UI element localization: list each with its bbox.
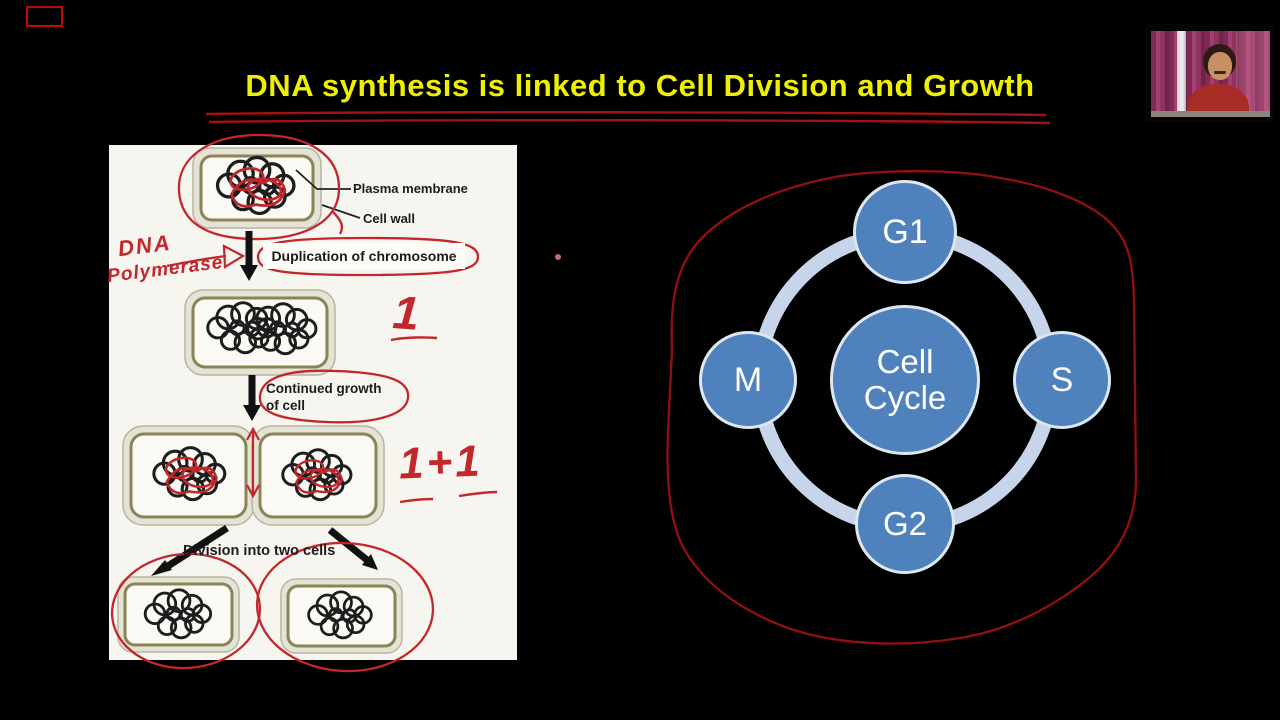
handwriting-count-one: 1 [391,285,421,340]
phase-node-g1: G1 [853,180,957,284]
label-division: Division into two cells [183,543,336,559]
curtain-white-stripe [1177,31,1186,117]
phase-label: S [1050,360,1074,399]
label-plasma-membrane: Plasma membrane [353,181,468,196]
phase-node-g2: G2 [855,474,955,574]
label-continued-growth-line2: of cell [266,397,306,413]
pointer-dot [555,254,561,260]
webcam-photo [1151,31,1270,117]
phase-node-s: S [1013,331,1111,429]
cycle-center-label: Cell Cycle [863,342,947,416]
table-edge [1151,111,1270,117]
recording-indicator-box [26,6,63,27]
label-continued-growth-line1: Continued growth [266,381,382,396]
slide-title: DNA synthesis is linked to Cell Division… [245,68,1035,103]
phase-label: G1 [882,212,928,251]
presenter-webcam [1145,24,1275,122]
phase-label: G2 [882,505,928,542]
label-continued-growth: Continued growth of cell [266,381,381,415]
handwriting-count-one-plus-one: 1+1 [398,436,484,489]
presenter-mustache [1214,71,1226,74]
label-duplication-box: Duplication of chromosome [263,243,465,269]
cycle-center-node: Cell Cycle [830,305,980,455]
phase-label: M [733,360,763,399]
label-cell-wall: Cell wall [363,211,416,226]
phase-node-m: M [699,331,797,429]
title-underlines [205,110,1051,125]
presenter-face [1208,52,1232,80]
